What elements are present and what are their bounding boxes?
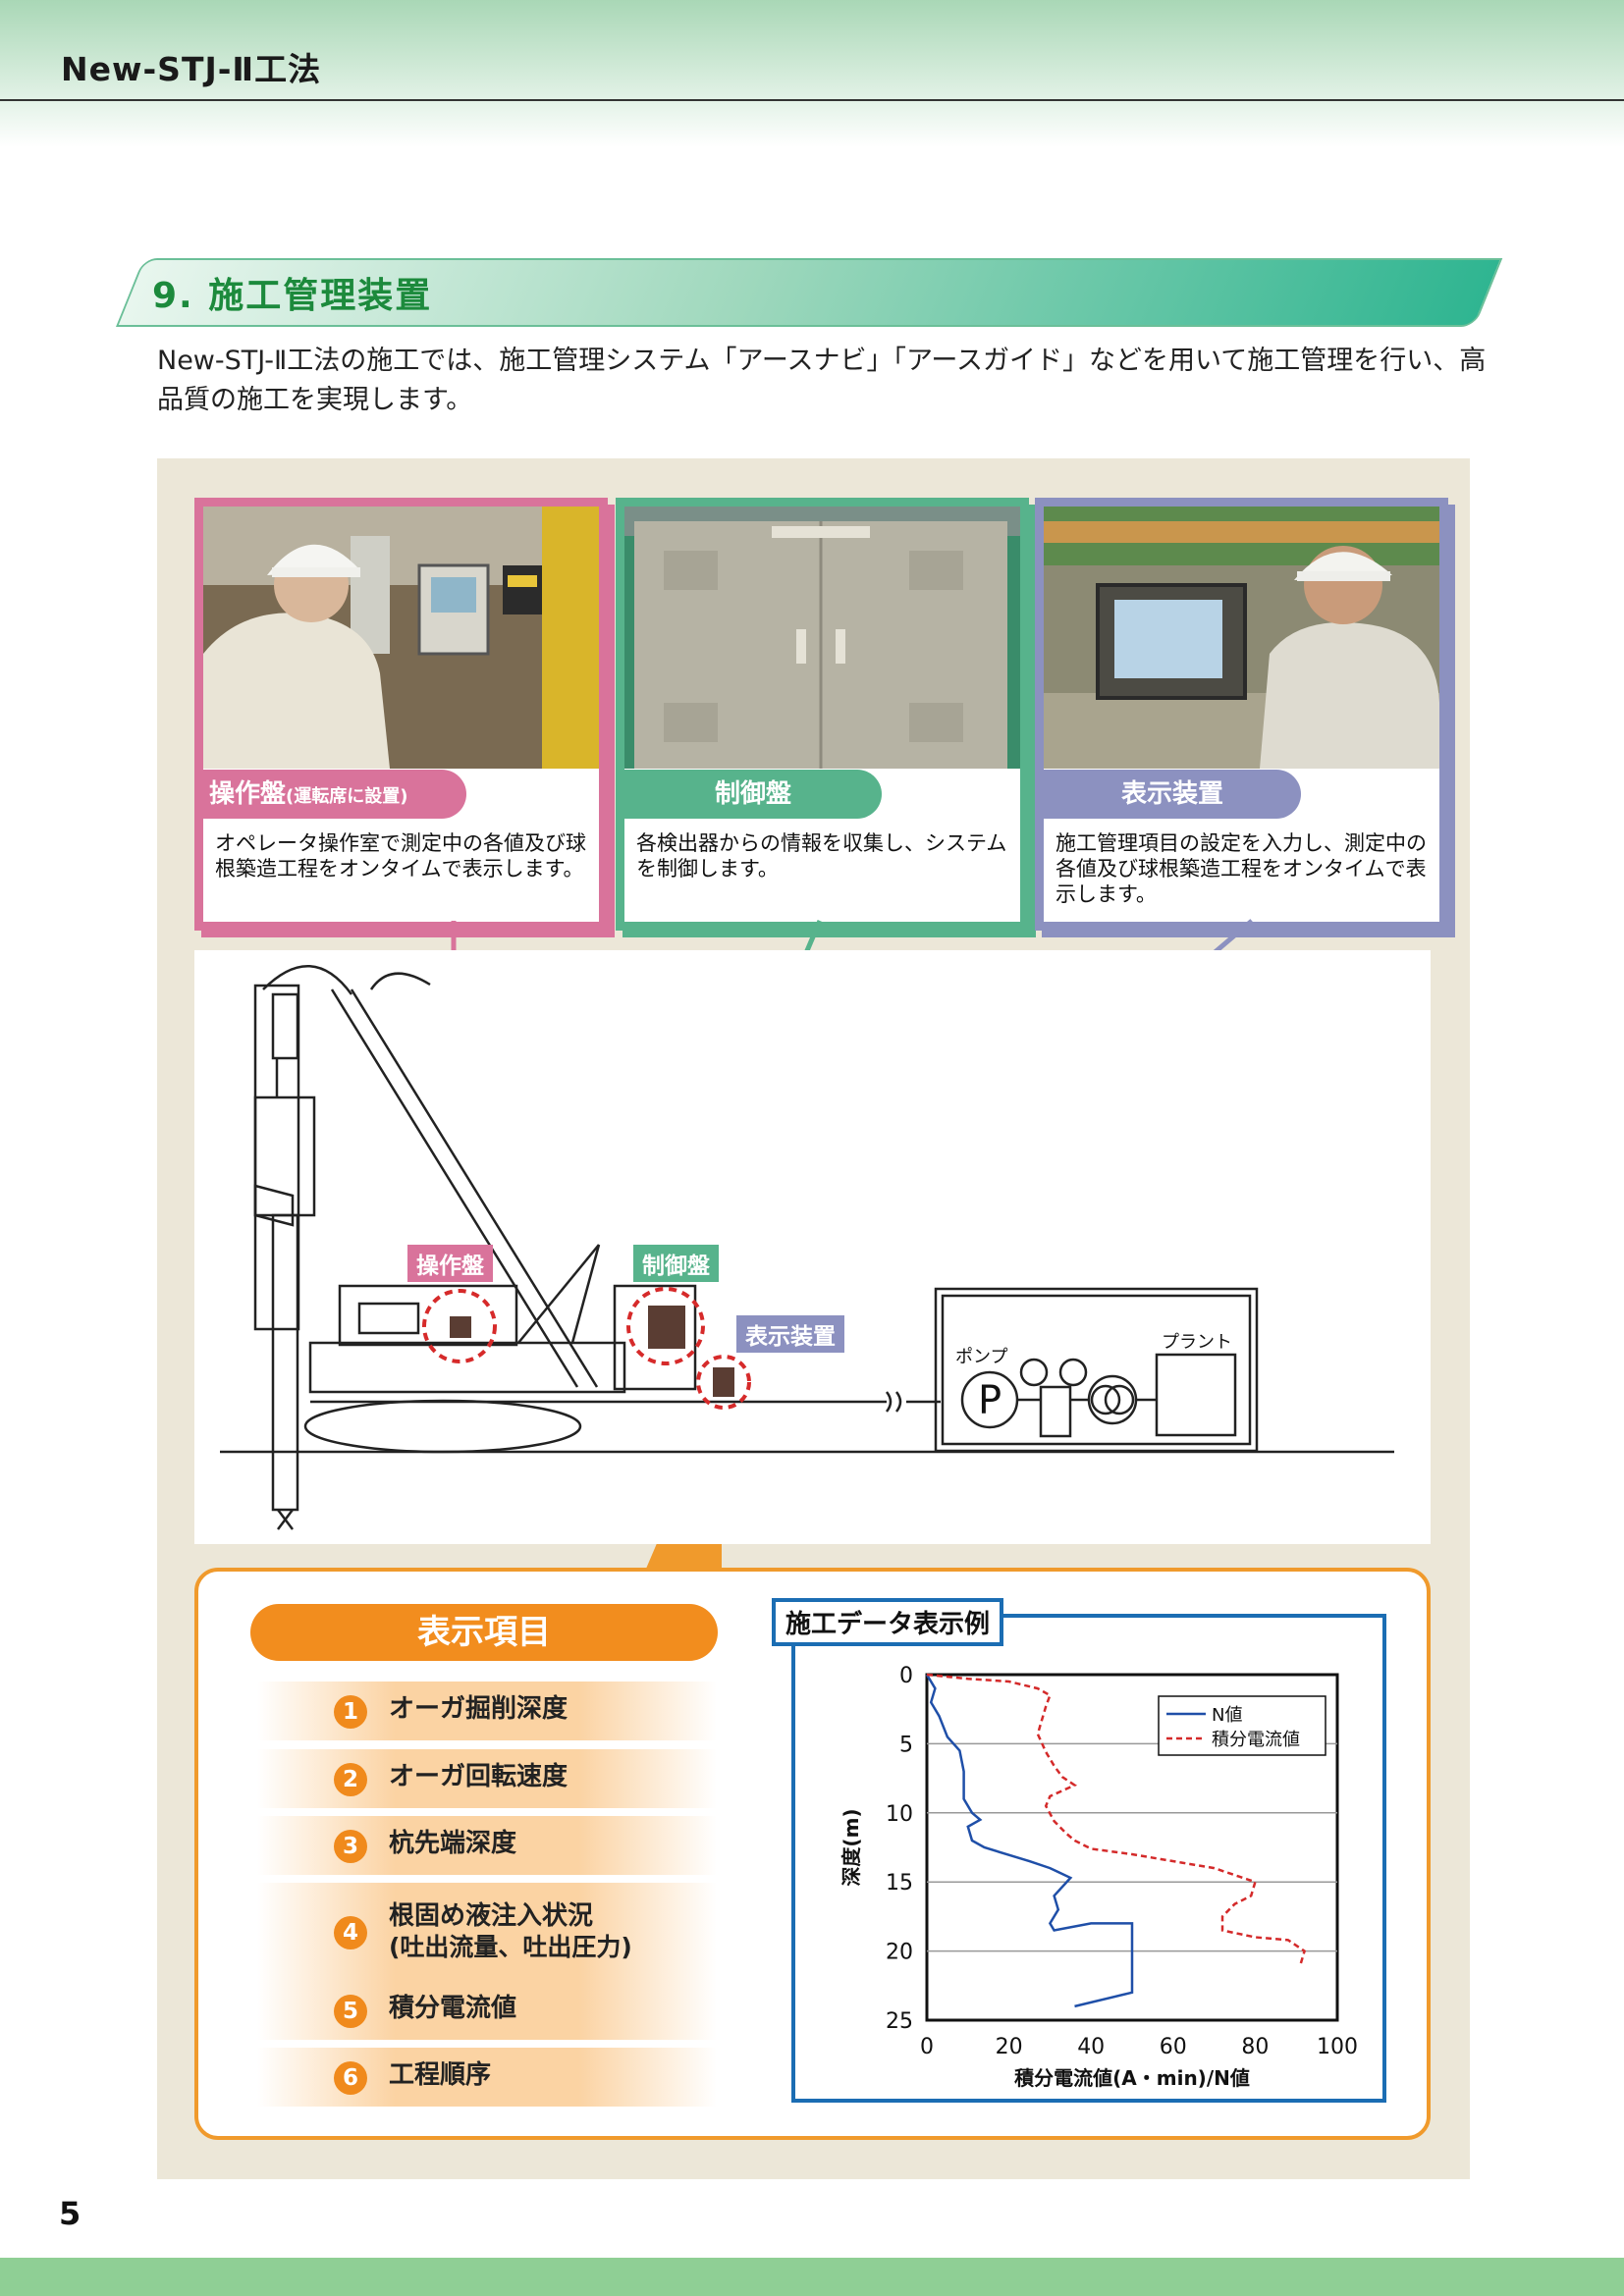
legend-box (1158, 1695, 1326, 1756)
item-number: 1 (334, 1695, 367, 1729)
x-tick-label: 40 (1077, 2035, 1105, 2059)
legend-entry: N値 (1212, 1705, 1242, 1726)
footer-bar (0, 2258, 1624, 2296)
chart-title: 施工データ表示例 (772, 1598, 1004, 1646)
item-text: 積分電流値 (389, 1994, 517, 2023)
item-number: 2 (334, 1763, 367, 1796)
page-number: 5 (59, 2195, 81, 2232)
x-tick-label: 60 (1160, 2035, 1187, 2059)
card-description: オペレータ操作室で測定中の各値及び球根築造工程をオンタイムで表示します。 (215, 831, 586, 881)
pile-rig-drawing: P ポンプ プラント (220, 965, 1394, 1530)
y-tick-label: 10 (886, 1802, 913, 1827)
list-item: 2 オーガ回転速度 (257, 1749, 717, 1808)
control-panel-box (648, 1306, 685, 1349)
card-control-panel: 制御盤 各検出器からの情報を収集し、システムを制御します。 (616, 498, 1029, 931)
card-label: 表示装置 (1044, 770, 1301, 819)
card-label: 操作盤(運転席に設置) (203, 770, 466, 819)
item-text: 杭先端深度 (389, 1829, 517, 1858)
card-description: 各検出器からの情報を収集し、システムを制御します。 (636, 831, 1007, 881)
chart-frame: 0 5 10 15 20 25 0 20 40 60 80 100 積分電流値(A・min)/N値 深度(… (791, 1614, 1386, 2103)
tag-display-device: 表示装置 (736, 1315, 844, 1353)
highlight-control (626, 1287, 705, 1365)
y-tick-label: 0 (899, 1664, 913, 1688)
section-title: 9. 施工管理装置 (152, 276, 433, 316)
x-tick-label: 80 (1241, 2035, 1269, 2059)
header-title: New-STJ-Ⅱ工法 (61, 50, 322, 88)
series-line-1 (925, 1674, 1134, 2008)
construction-data-chart: 0 5 10 15 20 25 0 20 40 60 80 100 積分電流値(A・min)/N値 深度(… (839, 1664, 1358, 2090)
display-items-title: 表示項目 (250, 1604, 718, 1661)
list-item: 1 オーガ掘削深度 (257, 1682, 717, 1740)
machine-diagram: P ポンプ プラント 操作盤 制御盤 表示装置 (194, 950, 1431, 1544)
y-tick-label: 5 (899, 1733, 913, 1757)
card-description: 施工管理項目の設定を入力し、測定中の各値及び球根築造工程をオンタイムで表示します… (1056, 831, 1427, 906)
y-tick-label: 15 (886, 1871, 913, 1896)
card-display-device: 表示装置 施工管理項目の設定を入力し、測定中の各値及び球根築造工程をオンタイムで… (1035, 498, 1448, 931)
highlight-operation (422, 1289, 497, 1363)
item-text: オーガ掘削深度 (389, 1694, 568, 1724)
display-device-photo (1044, 507, 1439, 769)
header-divider (0, 99, 1624, 101)
card-label: 制御盤 (624, 770, 882, 819)
list-item: 4 根固め液注入状況 (吐出流量、吐出圧力) (257, 1883, 717, 1981)
display-device-box (713, 1367, 734, 1397)
operator-photo (203, 507, 599, 769)
item-text: 根固め液注入状況 (吐出流量、吐出圧力) (389, 1901, 632, 1961)
series-line-2 (926, 1673, 1307, 1966)
pump-label: ポンプ (955, 1347, 1007, 1367)
list-item: 6 工程順序 (257, 2048, 717, 2107)
card-operation-panel: 操作盤(運転席に設置) オペレータ操作室で測定中の各値及び球根築造工程をオンタイ… (194, 498, 608, 931)
pump-letter: P (978, 1378, 1001, 1423)
item-number: 4 (334, 1916, 367, 1949)
list-item: 5 積分電流値 (257, 1981, 717, 2040)
legend-entry: 積分電流値 (1212, 1730, 1300, 1750)
control-panel-photo (624, 507, 1020, 769)
item-number: 5 (334, 1995, 367, 2028)
page-header (0, 0, 1624, 147)
operation-panel-box (450, 1316, 471, 1338)
y-tick-label: 20 (886, 1941, 913, 1965)
x-tick-label: 20 (996, 2035, 1023, 2059)
y-tick-label: 25 (886, 2009, 913, 2034)
item-text: 工程順序 (389, 2060, 492, 2090)
tag-control-panel: 制御盤 (633, 1245, 719, 1282)
y-axis-label: 深度(m) (839, 1808, 863, 1886)
item-text: オーガ回転速度 (389, 1762, 568, 1791)
list-item: 3 杭先端深度 (257, 1816, 717, 1875)
item-number: 3 (334, 1830, 367, 1863)
highlight-display (696, 1355, 751, 1410)
tag-operation-panel: 操作盤 (407, 1245, 493, 1282)
x-tick-label: 100 (1317, 2035, 1358, 2059)
x-axis-label: 積分電流値(A・min)/N値 (1014, 2066, 1250, 2090)
item-number: 6 (334, 2061, 367, 2095)
plant-label: プラント (1162, 1332, 1232, 1353)
x-tick-label: 0 (920, 2035, 934, 2059)
intro-text: New-STJ-Ⅱ工法の施工では、施工管理システム「アースナビ」「アースガイド」… (157, 346, 1487, 415)
